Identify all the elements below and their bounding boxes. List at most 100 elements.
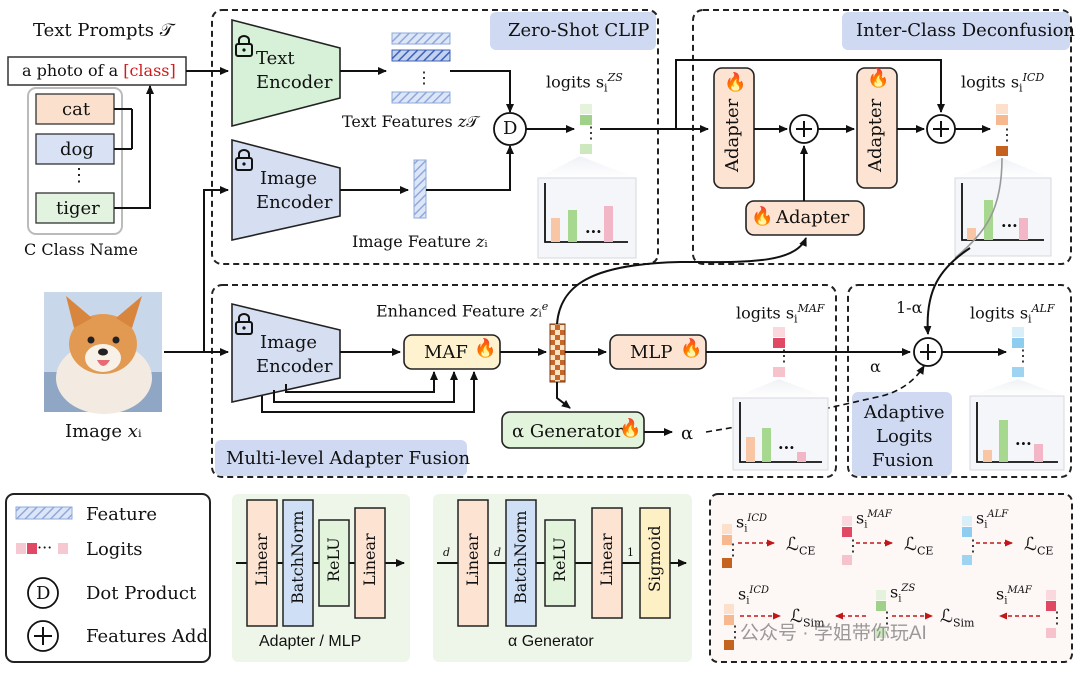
- alf-alpha-label: α: [870, 357, 881, 376]
- one-minus-alpha-label: 1-α: [896, 298, 923, 317]
- loss-ellipsis: ⋮: [1049, 608, 1065, 627]
- alpha-gen-layer-linear: [457, 499, 489, 627]
- alpha-gen-sigmoid-label: Sigmoid: [645, 525, 664, 592]
- l-symbol: ℒ: [904, 534, 917, 555]
- image-caption: Image 𝑥ᵢ: [65, 421, 142, 442]
- icd-adapter-bottom-label: Adapter: [776, 207, 850, 228]
- maf-image-encoder-line1: Image: [260, 332, 318, 353]
- loss-s-zs: siZS: [890, 584, 915, 605]
- loss-ellipsis: ⋮: [879, 608, 895, 627]
- zero-shot-clip-tag: [490, 12, 656, 50]
- mlp-block-label: MLP: [630, 342, 673, 363]
- logit-cell: [996, 104, 1008, 114]
- enhanced-feature-label: Enhanced Feature 𝑧ᵢe: [376, 301, 548, 319]
- alpha-generator-block: [501, 411, 645, 449]
- s-sup: MAF: [1007, 585, 1032, 596]
- alf-title-line3: Fusion: [872, 450, 934, 471]
- alpha-gen-linear-label: Linear: [463, 533, 482, 586]
- l-sub: Sim: [952, 616, 975, 630]
- loss-vectors: [722, 516, 1056, 650]
- s-symbol: s: [736, 512, 745, 532]
- loss-panel: [709, 493, 1073, 663]
- image-encoder-clip: [231, 138, 341, 241]
- l-symbol: ℒ: [940, 606, 953, 627]
- icd-tag: [842, 12, 1070, 50]
- l-sub: CE: [1036, 544, 1054, 558]
- s-sub: i: [984, 519, 988, 531]
- alpha-gen-batchnorm-label: BatchNorm: [511, 510, 530, 604]
- class-box-dog: [35, 133, 115, 165]
- class-list-frame: [27, 87, 123, 235]
- alpha-gen-relu-label: ReLU: [550, 537, 569, 582]
- zs-logits-sup: ZS: [607, 71, 623, 84]
- maf-logits-word: logits: [736, 303, 781, 323]
- maf-title: Multi-level Adapter Fusion: [226, 448, 471, 469]
- zs-bar-dots: ...: [585, 218, 602, 237]
- adapter-layer-linear: [246, 499, 278, 627]
- loss-ellipsis: ⋮: [727, 622, 743, 641]
- adaptive-logits-fusion-panel: [847, 284, 1072, 478]
- legend-panel: [5, 493, 211, 663]
- maf-image-encoder-line2: Encoder: [256, 356, 333, 377]
- s-symbol: s: [856, 508, 865, 528]
- icd-title: Inter-Class Deconfusion: [856, 20, 1076, 41]
- adapter-layer-linear: [354, 507, 386, 619]
- adapter-relu-label: ReLU: [324, 537, 343, 582]
- l-symbol: ℒ: [1024, 534, 1037, 555]
- icd-bar-chart: [954, 158, 1052, 257]
- alpha-gen-linear2-label: Linear: [597, 533, 616, 586]
- s-sub: i: [864, 519, 868, 531]
- s-sup: ICD: [747, 513, 768, 524]
- text-encoder-line2: Encoder: [256, 72, 333, 93]
- maf-bar-chart: [732, 379, 829, 471]
- zs-logits-word: logits: [546, 72, 591, 92]
- legend-feature-swatch: [15, 506, 73, 520]
- image-encoder-line1: Image: [260, 168, 318, 189]
- alf-title-line2: Logits: [876, 426, 933, 447]
- logit-cell: [996, 146, 1008, 156]
- adapter-layer-relu: [318, 519, 350, 607]
- image-branch-line: [203, 186, 229, 352]
- adapter-mlp-caption: Adapter / MLP: [259, 633, 362, 650]
- logit-cell: [773, 367, 785, 377]
- alf-logits-ellipsis: ⋮: [1015, 346, 1031, 365]
- adapter-batchnorm-label: BatchNorm: [288, 510, 307, 604]
- legend-dot-product-icon: [27, 577, 59, 609]
- icd-logits-sup: ICD: [1022, 71, 1045, 84]
- class-box-tiger: [35, 192, 115, 224]
- logit-cell: [996, 115, 1008, 125]
- multi-level-arrow: [285, 371, 438, 393]
- s-sup: ICD: [749, 585, 770, 596]
- maf-bar-dots: ...: [778, 434, 795, 453]
- l-sub: CE: [798, 544, 816, 558]
- fire-icon: 🔥: [680, 338, 703, 359]
- dot-product-symbol: D: [503, 118, 518, 139]
- fire-icon: 🔥: [867, 68, 890, 89]
- logit-cell: [580, 115, 592, 125]
- alf-title-line1: Adaptive: [864, 402, 945, 423]
- loss-ellipsis: ⋮: [725, 540, 741, 559]
- loss-ellipsis: ⋮: [965, 536, 981, 555]
- image-feature-bar: [413, 159, 427, 219]
- class-dog: dog: [60, 139, 94, 160]
- alpha-generator-label: α Generator: [512, 421, 624, 442]
- enhanced-feature-bar: [549, 323, 566, 383]
- legend-feature-label: Feature: [86, 504, 157, 525]
- prompt-text: a photo of a [class]: [22, 63, 176, 79]
- s-symbol: s: [890, 582, 899, 602]
- text-encoder-line1: Text: [256, 48, 295, 69]
- class-box-cat: [35, 93, 115, 125]
- inter-class-deconfusion-panel: [692, 9, 1072, 265]
- text-feature-bar: [391, 32, 451, 45]
- class-cat: cat: [62, 99, 91, 120]
- loss-s-alf-1: siALF: [976, 510, 1008, 531]
- loss-s-icd-2: siICD: [738, 586, 769, 607]
- legend-logits-swatch: [27, 543, 37, 554]
- text-prompts-label: Text Prompts 𝒯: [33, 20, 174, 41]
- image-encoder-line2: Encoder: [256, 192, 333, 213]
- lock-icon: [235, 35, 253, 57]
- class-name-caption: C Class Name: [24, 240, 138, 259]
- alf-tag: [852, 392, 952, 476]
- maf-block-label: MAF: [424, 342, 468, 363]
- legend-logits-dots: ···: [37, 538, 53, 557]
